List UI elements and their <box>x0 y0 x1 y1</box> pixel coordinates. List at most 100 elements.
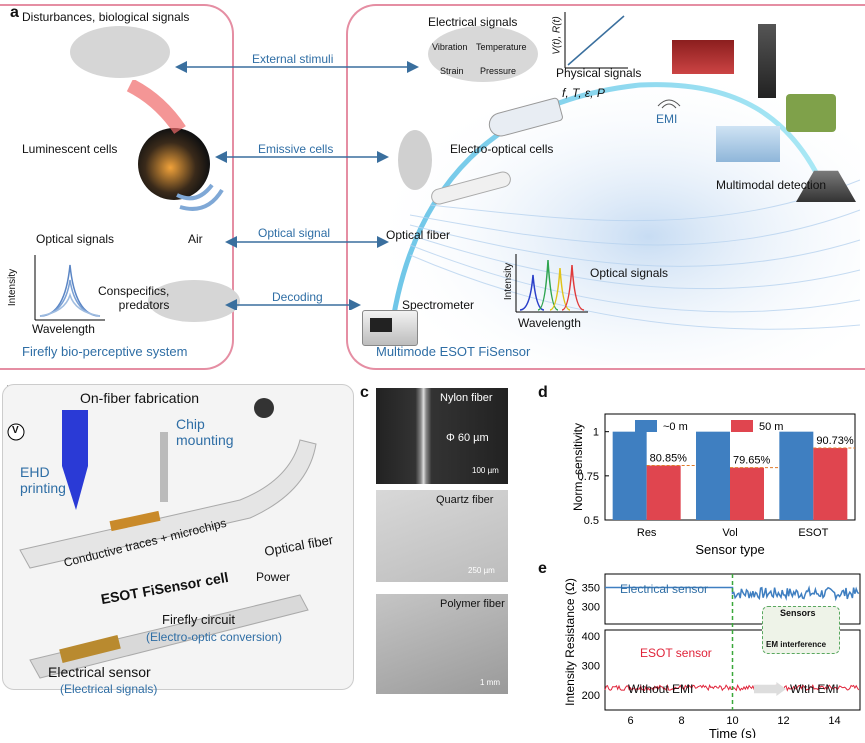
legend-label-1: 50 m <box>759 421 783 433</box>
y-tick-label: 0.75 <box>578 471 599 483</box>
label-scale3: 1 mm <box>480 678 500 687</box>
panel-b: b On-fiber fabrication V Chip mounting E… <box>0 380 360 738</box>
label-optical-signal: Optical signal <box>258 226 331 240</box>
spectrometer-screen <box>370 318 392 332</box>
chart-d: 0.50.751Res80.85%Vol79.65%ESOT90.73%Sens… <box>571 413 856 557</box>
y-axis-title: Intensity Resistance (Ω) <box>563 578 577 706</box>
label-firefly-circuit: Firefly circuit <box>162 612 235 627</box>
label-wavelength-left: Wavelength <box>32 322 95 336</box>
data-label: 79.65% <box>733 455 771 467</box>
eo-cells-blob <box>398 130 432 190</box>
label-vibration: Vibration <box>432 42 468 52</box>
label-pressure: Pressure <box>480 66 517 76</box>
legend-swatch-1 <box>731 420 753 432</box>
label-spectrometer: Spectrometer <box>402 298 475 312</box>
fiber-background <box>387 80 861 365</box>
top-y-tick-label: 350 <box>582 582 600 594</box>
label-eo-cells: Electro-optical cells <box>450 142 554 156</box>
emi-waves-icon <box>657 99 681 109</box>
nylon-micrograph <box>376 388 508 484</box>
label-intensity-left: Intensity <box>7 268 19 307</box>
emi-arrow <box>754 682 786 696</box>
label-chip-mounting: Chip mounting <box>176 416 234 448</box>
building-icon-2 <box>758 24 776 98</box>
label-scale2: 250 µm <box>468 566 495 575</box>
x-axis-title: Time (s) <box>709 726 756 738</box>
label-optical-fiber: Optical fiber <box>386 228 451 242</box>
label-temperature: Temperature <box>476 42 527 52</box>
panel-letter-e: e <box>538 560 547 577</box>
fiber-illustration <box>7 398 317 679</box>
right-frame <box>346 4 865 370</box>
label-electrical-sensor-e: Electrical sensor <box>620 582 709 596</box>
mini-spectrum-right <box>515 254 588 313</box>
x-tick-label: 10 <box>726 715 738 727</box>
quartz-micrograph <box>376 490 508 582</box>
label-intensity-right: Intensity <box>503 262 515 301</box>
label-esot-system: Multimode ESOT FiSensor <box>376 344 531 359</box>
label-diameter: Φ 60 µm <box>446 432 489 444</box>
bar-50 m-Vol <box>730 467 764 520</box>
legend-swatch-0 <box>635 420 657 432</box>
label-decoding: Decoding <box>272 290 323 304</box>
y-tick-label: 1 <box>593 427 599 439</box>
y-tick-label: 0.5 <box>584 515 599 527</box>
label-em-interference: EM interference <box>766 640 827 649</box>
label-params: f, T, ε, P <box>562 86 605 100</box>
voltage-source-icon <box>7 423 25 441</box>
label-optical-signals: Optical signals <box>36 232 115 246</box>
landscape-icon <box>786 94 836 132</box>
bar-~0 m-Res <box>612 431 647 520</box>
curved-arrow-icon <box>126 80 186 134</box>
label-esot-sensor-e: ESOT sensor <box>640 646 712 660</box>
spool-icon <box>254 398 274 418</box>
bridge-icon <box>716 126 780 162</box>
ehd-nozzle <box>62 410 88 466</box>
legend-label-0: ~0 m <box>663 421 688 433</box>
bar-~0 m-ESOT <box>779 431 814 520</box>
panel-letter-d: d <box>538 384 548 401</box>
label-electrical-signals: Electrical signals <box>428 15 518 29</box>
x-tick-label: ESOT <box>798 527 828 539</box>
label-on-fiber: On-fiber fabrication <box>80 390 200 406</box>
fiber-body <box>19 439 317 569</box>
fiber-lower <box>29 594 309 679</box>
emission-waves-icon <box>176 183 224 211</box>
label-multimodal: Multimodal detection <box>716 178 827 192</box>
label-conspecifics: Conspecifics, predators <box>98 284 170 312</box>
bottom-y-tick-label: 400 <box>582 631 600 643</box>
label-vt-rt: V(t), R(t) <box>551 16 563 55</box>
label-nylon: Nylon fiber <box>440 392 493 404</box>
x-axis-title: Sensor type <box>695 542 764 557</box>
x-tick-label: 8 <box>678 715 684 727</box>
x-tick-label: 14 <box>828 715 840 727</box>
top-y-tick-label: 300 <box>582 602 600 614</box>
predator-blob <box>148 280 240 322</box>
label-physical-signals: Physical signals <box>556 66 642 80</box>
x-tick-label: 12 <box>777 715 789 727</box>
y-axis-title: Norm. sensitivity <box>571 423 585 511</box>
physical-signal-plot <box>564 12 628 69</box>
x-tick-label: 6 <box>627 715 633 727</box>
label-ehd-printing: EHD printing <box>20 464 66 496</box>
label-optical-signals-right: Optical signals <box>590 266 669 280</box>
electrical-signals-blob <box>428 26 538 82</box>
label-firefly-system: Firefly bio-perceptive system <box>22 344 188 359</box>
left-frame <box>0 4 234 370</box>
chip-strip-2 <box>59 634 121 664</box>
middle-arrows <box>175 61 419 310</box>
data-label: 90.73% <box>816 435 854 447</box>
emi-inset <box>762 606 840 654</box>
mini-spectrum-left <box>34 255 105 321</box>
label-electrical-sensor-b: Electrical sensor <box>48 664 151 680</box>
chip-strip <box>109 510 161 532</box>
label-v: V <box>12 425 19 436</box>
bottom-y-tick-label: 300 <box>582 661 600 673</box>
polymer-micrograph <box>376 594 508 694</box>
label-external-stimuli: External stimuli <box>252 52 334 66</box>
label-with-emi: With EMI <box>790 682 839 696</box>
bar-50 m-ESOT <box>813 448 848 520</box>
panel-a: a Disturbances, biological s <box>0 4 865 370</box>
